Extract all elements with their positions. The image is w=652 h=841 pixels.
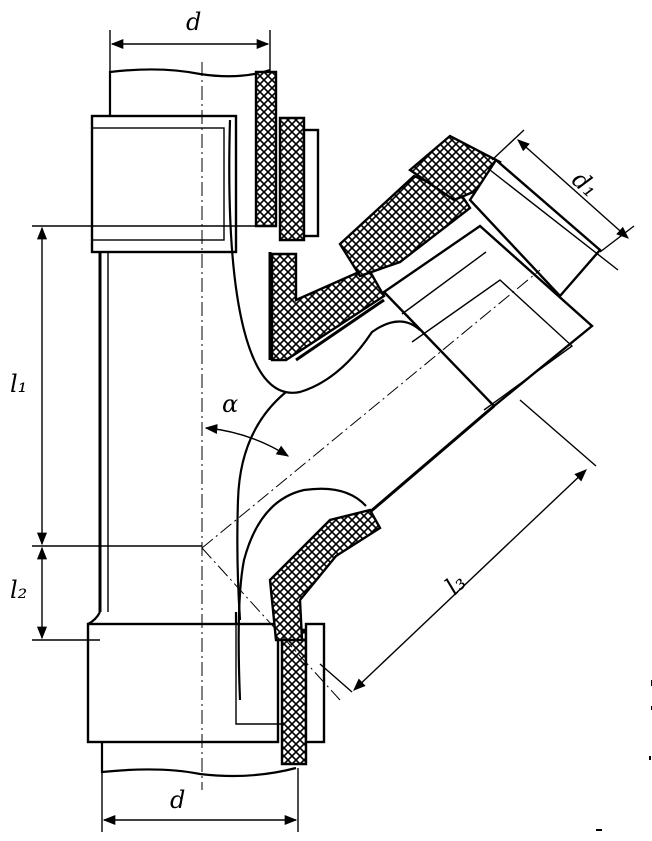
dim-l3-line (353, 469, 587, 691)
top-seal-short (278, 116, 306, 242)
dim-d1-ext-bottom (599, 225, 635, 253)
junction-lower-wall (268, 508, 382, 642)
bottom-seal-nut (304, 622, 326, 744)
top-seal-long (254, 70, 278, 228)
bottom-socket (86, 622, 280, 744)
dim-l3-label: l₃ (440, 568, 472, 600)
dim-d1-line (517, 139, 629, 239)
branch-outer-wall-lower (369, 404, 495, 514)
top-socket-inner (91, 127, 225, 241)
branch-seal-upper (338, 174, 472, 278)
dim-l3-ext-top (519, 399, 597, 467)
branch-flow-curve-lower (237, 487, 367, 701)
dim-alpha-label: α (222, 390, 238, 418)
bottom-socket-neck (87, 611, 238, 625)
branch-centerline-ext (201, 547, 341, 701)
branch-centerline (201, 269, 541, 549)
dim-alpha-arc (204, 424, 290, 457)
edge-marks (596, 680, 652, 831)
branch-flow-curve-upper (228, 119, 421, 394)
top-pipe-stub (108, 68, 271, 118)
top-socket (90, 114, 238, 254)
seal-rings (254, 70, 502, 766)
dim-d1-label: d₁ (567, 165, 604, 203)
dim-l2-label: l₂ (10, 576, 27, 604)
dim-l1-label: l₁ (10, 370, 27, 398)
branch-socket (382, 224, 594, 408)
dim-d-bottom-label: d (170, 786, 185, 814)
junction-upper-wall (270, 252, 386, 362)
dim-d-top-label: d (186, 8, 201, 36)
bottom-inner-pipe (235, 620, 300, 725)
main-pipe-body (86, 68, 300, 778)
branch-junction-arc (236, 391, 287, 621)
branch-outer-wall-upper (295, 298, 385, 362)
bottom-seal (280, 628, 308, 766)
dim-l3-ext-bottom (319, 663, 353, 693)
centerlines (201, 62, 541, 790)
branch-socket-inner (401, 251, 574, 411)
bottom-pipe-stub (100, 742, 297, 778)
dim-d1-ext-top (491, 129, 525, 161)
top-seal-nut (302, 128, 320, 238)
